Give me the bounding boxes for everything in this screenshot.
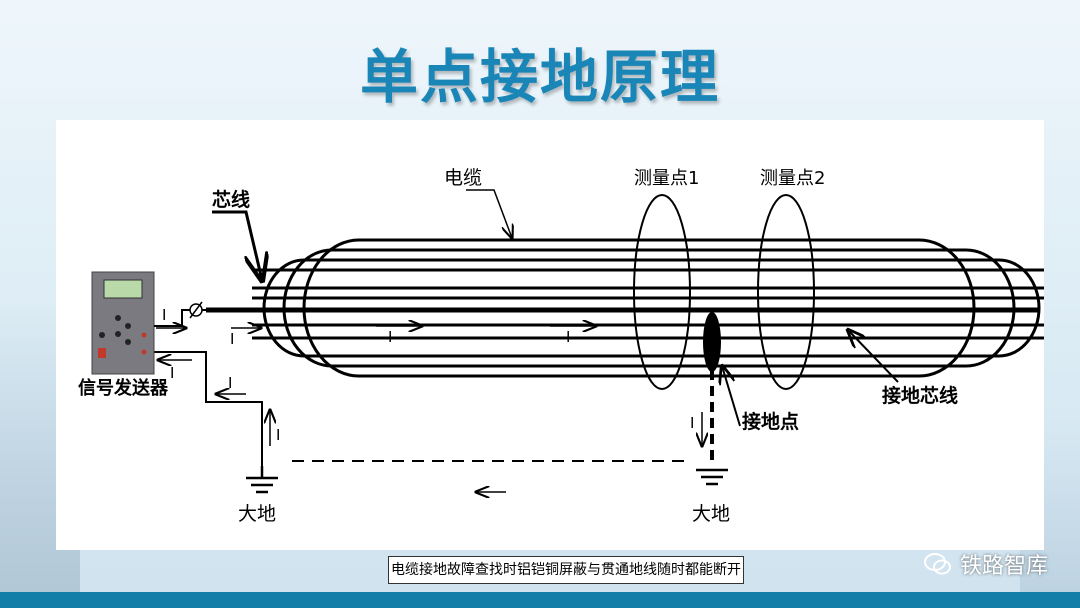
label-ground-core: 接地芯线 (882, 384, 958, 407)
core-wire-pointer (212, 210, 262, 280)
current-label-4: I (566, 328, 570, 346)
current-label-5: I (170, 364, 174, 382)
current-label-1: I (162, 306, 166, 324)
earth-symbol-right (696, 468, 728, 486)
measure-ring-2 (757, 194, 815, 390)
diagram-svg: 芯线 电缆 测量点1 测量点2 接地芯线 接地点 信号发送器 大地 大地 I I… (78, 167, 1054, 525)
label-cable: 电缆 (444, 167, 482, 189)
label-ground-point: 接地点 (742, 410, 799, 433)
page-title: 单点接地原理 (359, 43, 720, 111)
bottom-bar (0, 592, 1080, 608)
label-measure-point-1: 测量点1 (634, 168, 699, 189)
ground-core-pointer (848, 330, 899, 383)
caption-box: 电缆接地故障查找时铝铠铜屏蔽与贯通地线随时都能断开 (388, 556, 744, 584)
ground-point-mark (703, 312, 721, 372)
label-measure-point-2: 测量点2 (760, 168, 825, 189)
current-label-3: I (388, 328, 392, 346)
signal-generator-device (91, 271, 155, 375)
chat-bubble-icon (923, 553, 951, 575)
label-earth-right: 大地 (692, 503, 730, 525)
watermark-text: 铁路智库 (959, 554, 1048, 579)
label-earth-left: 大地 (238, 503, 276, 525)
label-signal-generator: 信号发送器 (78, 377, 169, 399)
cable-body (252, 238, 1054, 378)
current-label-7: I (276, 426, 280, 444)
watermark: 铁路智库 (923, 548, 1048, 580)
cable-pointer (466, 189, 512, 238)
current-label-6: I (228, 374, 232, 392)
diagram-panel: 芯线 电缆 测量点1 测量点2 接地芯线 接地点 信号发送器 大地 大地 I I… (56, 120, 1054, 550)
current-label-8: I (690, 414, 694, 432)
measure-ring-1 (633, 194, 691, 390)
current-label-2: I (230, 330, 234, 348)
earth-symbol-left (246, 466, 278, 494)
generator-ground-wire (142, 351, 263, 466)
ground-point-pointer (722, 366, 741, 427)
label-core-wire: 芯线 (212, 188, 250, 211)
